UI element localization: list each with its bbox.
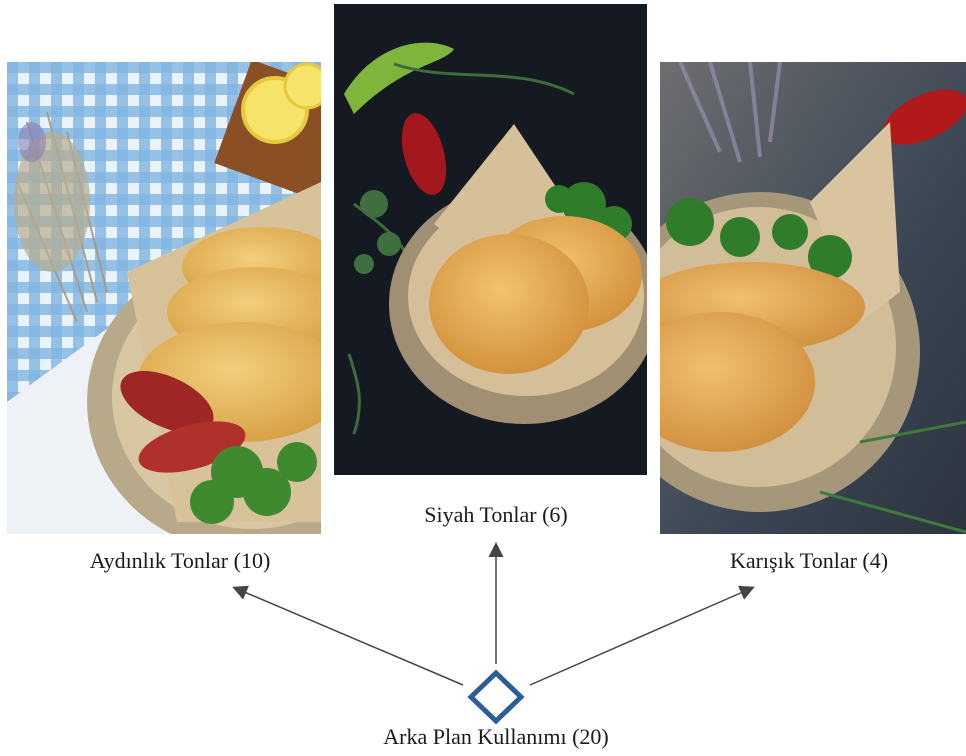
light-background-food-photo xyxy=(7,62,321,534)
arrow-to-light xyxy=(232,585,464,686)
dark-tones-label: Siyah Tonlar (6) xyxy=(424,502,568,527)
root-label: Arka Plan Kullanımı (20) xyxy=(383,724,609,749)
mixed-tones-label: Karışık Tonlar (4) xyxy=(729,548,889,573)
light-tones-label: Aydınlık Tonlar (10) xyxy=(89,548,271,573)
dark-background-food-photo xyxy=(334,4,647,475)
arrow-to-mixed xyxy=(529,585,755,686)
mixed-background-food-photo xyxy=(660,62,966,534)
diamond-icon xyxy=(467,669,525,725)
